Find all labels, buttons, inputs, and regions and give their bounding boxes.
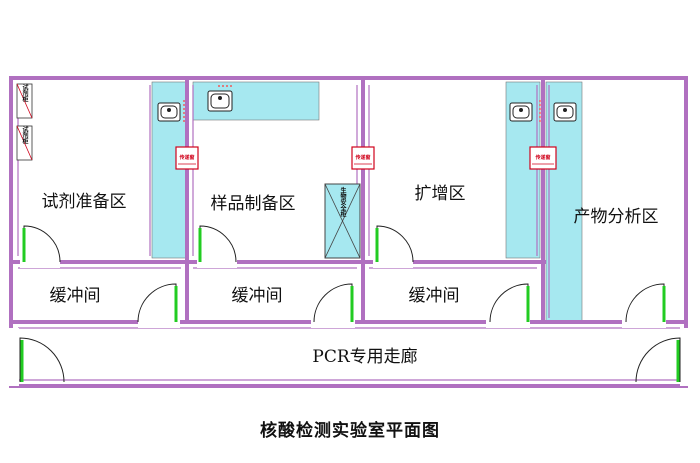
sink-icon xyxy=(207,90,233,112)
room-label-buffer-2: 缓冲间 xyxy=(232,286,283,306)
reagent-cabinet-1: 试剂柜 xyxy=(16,83,33,119)
door-jambs xyxy=(20,228,680,382)
room-label-reagent-prep: 试剂准备区 xyxy=(42,192,127,212)
room-label-corridor: PCR专用走廊 xyxy=(312,347,417,367)
room-label-product-analysis: 产物分析区 xyxy=(574,207,659,227)
biosafety-cabinet: 生物安全柜 xyxy=(324,183,361,259)
figure-caption: 核酸检测实验室平面图 xyxy=(260,421,440,441)
svg-text:传递窗: 传递窗 xyxy=(354,154,370,161)
door-swings xyxy=(19,225,681,383)
svg-text:传递窗: 传递窗 xyxy=(534,154,550,161)
pass-box-3: 传递窗 xyxy=(529,146,557,170)
sink-icon xyxy=(509,102,533,122)
svg-text:传递窗: 传递窗 xyxy=(178,154,194,161)
sink-icon xyxy=(157,102,181,122)
outer-wall xyxy=(9,76,688,388)
room-label-buffer-1: 缓冲间 xyxy=(50,286,101,306)
svg-text:试剂柜: 试剂柜 xyxy=(21,125,29,145)
pass-box-2: 传递窗 xyxy=(351,146,375,170)
svg-text:试剂柜: 试剂柜 xyxy=(21,83,29,103)
bench-analysis-room xyxy=(545,81,583,323)
room-label-sample-prep: 样品制备区 xyxy=(211,194,296,214)
room-label-amplification: 扩增区 xyxy=(415,184,466,204)
pass-box-1: 传递窗 xyxy=(175,146,199,170)
sinks xyxy=(157,90,577,122)
svg-text:生物安全柜: 生物安全柜 xyxy=(339,186,347,218)
sink-icon xyxy=(553,102,577,122)
reagent-cabinet-2: 试剂柜 xyxy=(16,125,33,161)
room-label-buffer-3: 缓冲间 xyxy=(409,286,460,306)
